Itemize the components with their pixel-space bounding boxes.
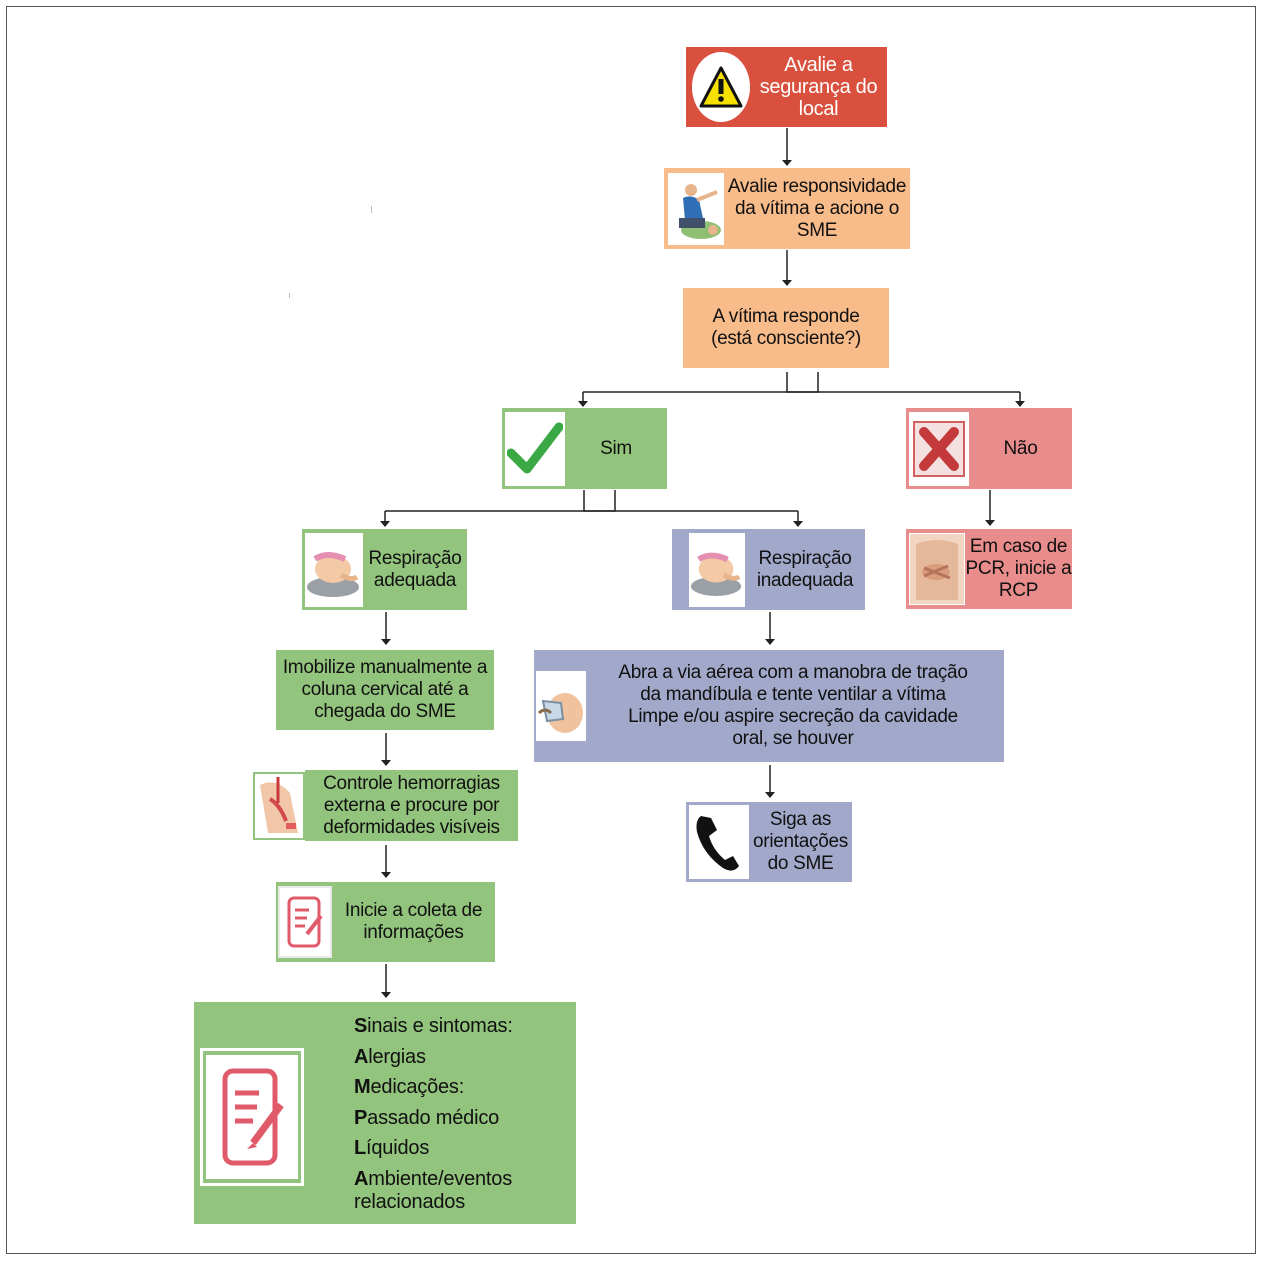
node-breathing-ok: Respiração adequada (302, 529, 467, 610)
bandage-icon (253, 772, 305, 840)
node-safety-label: Avalie a segurança do local (759, 54, 878, 120)
node-responsiveness-label: Avalie responsividade da vítima e acione… (727, 175, 907, 241)
node-safety: Avalie a segurança do local (686, 47, 887, 127)
node-responds: A vítima responde (está consciente?) (683, 288, 889, 368)
node-immobilize-label: Imobilize manualmente a coluna cervical … (282, 657, 488, 722)
node-responsiveness: Avalie responsividade da vítima e acione… (664, 168, 910, 249)
node-breathing-ok-label: Respiração adequada (368, 547, 462, 591)
node-breathing-bad: Respiração inadequada (672, 529, 865, 610)
node-no-label: Não (1003, 437, 1038, 459)
sample-items: Sinais e sintomas: Alergias Medicações: … (354, 1011, 564, 1214)
node-no: Não (906, 408, 1072, 489)
node-follow-sme: Siga as orientações do SME (686, 802, 852, 882)
node-airway-line-1: Abra a via aérea com a manobra de tração (618, 662, 968, 683)
node-airway: Abra a via aérea com a manobra de tração… (534, 650, 1004, 762)
sample-item: Sinais e sintomas: (354, 1015, 513, 1037)
node-sample-list: Sinais e sintomas: Alergias Medicações: … (194, 1002, 576, 1224)
node-breathing-bad-label: Respiração inadequada (756, 547, 854, 591)
mask-icon (536, 671, 586, 741)
cpr-icon (909, 533, 965, 605)
notes-icon (200, 1048, 304, 1186)
node-yes: Sim (502, 408, 667, 489)
node-responds-label: A vítima responde (está consciente?) (711, 306, 861, 349)
rescuer-icon (668, 172, 724, 245)
node-airway-line-3: Limpe e/ou aspire secreção da cavidade (628, 706, 958, 727)
airway-icon (305, 532, 363, 607)
sample-item: Líquidos (354, 1137, 430, 1159)
warning-icon (692, 52, 750, 122)
sample-item: Alergias (354, 1045, 426, 1068)
node-follow-sme-label: Siga as orientações do SME (753, 809, 848, 874)
check-icon (505, 411, 565, 486)
sample-item: Medicações: (354, 1076, 465, 1098)
sample-item: Ambiente/eventos relacionados (354, 1167, 513, 1213)
node-airway-text: Abra a via aérea com a manobra de tração… (586, 662, 1004, 750)
figure-frame (6, 6, 1256, 1254)
node-yes-label: Sim (600, 437, 632, 459)
node-airway-line-2: da mandíbula e tente ventilar a vítima (640, 684, 946, 705)
connector-bracket-responds (786, 372, 819, 393)
stray-mark (289, 293, 290, 298)
node-bleeding-label: Controle hemorragias externa e procure p… (323, 772, 500, 838)
notes-icon (278, 886, 332, 958)
sample-item: Passado médico (354, 1106, 500, 1129)
phone-icon (689, 805, 749, 879)
node-collect-label: Inicie a coleta de informações (344, 900, 483, 943)
x-icon (909, 411, 969, 486)
node-cpr-label: Em caso de PCR, inicie a RCP (965, 536, 1072, 601)
stray-mark (371, 206, 372, 213)
node-immobilize: Imobilize manualmente a coluna cervical … (276, 650, 494, 730)
airway-icon (689, 532, 745, 607)
connector-bracket-yes (583, 490, 616, 512)
node-collect: Inicie a coleta de informações (276, 882, 495, 962)
node-cpr: Em caso de PCR, inicie a RCP (906, 529, 1072, 609)
node-airway-line-4: oral, se houver (732, 728, 854, 749)
node-bleeding: Controle hemorragias externa e procure p… (305, 770, 518, 841)
